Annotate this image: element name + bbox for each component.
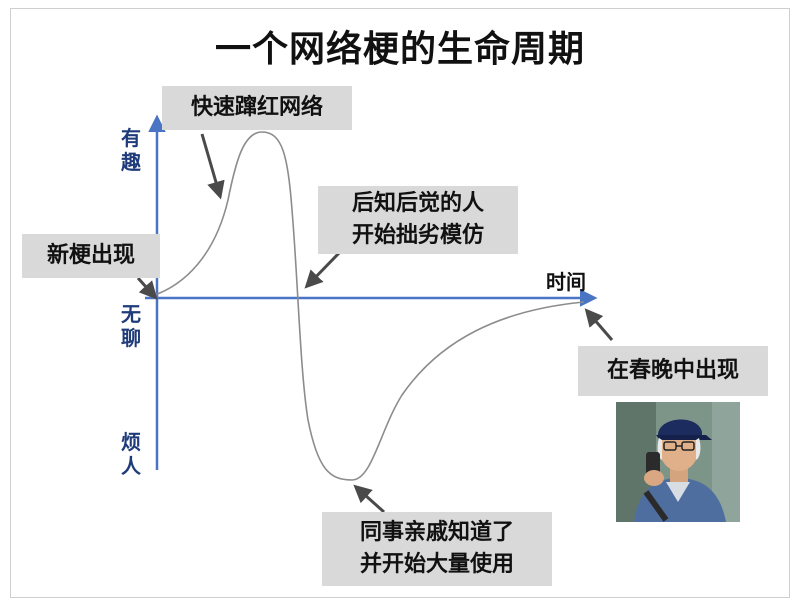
arrow-gala xyxy=(584,308,614,341)
photo-illustration xyxy=(616,402,740,522)
lifecycle-curve xyxy=(151,131,585,481)
callout-coworkers: 同事亲戚知道了 并开始大量使用 xyxy=(322,512,552,586)
callout-new-meme: 新梗出现 xyxy=(22,234,160,278)
arrow-coworkers xyxy=(353,484,385,514)
person-with-cap-phone-photo xyxy=(616,402,740,522)
y-label-fun: 有 趣 xyxy=(121,126,141,174)
arrow-new-meme xyxy=(136,276,158,300)
arrow-viral xyxy=(200,133,225,200)
y-label-annoying: 烦 人 xyxy=(121,430,141,478)
callout-viral: 快速蹿红网络 xyxy=(162,86,352,130)
diagram-frame xyxy=(10,8,790,598)
y-label-boring: 无 聊 xyxy=(121,302,141,350)
x-label-time: 时间 xyxy=(546,270,586,294)
callout-gala: 在春晚中出现 xyxy=(578,346,768,396)
callout-latecomers: 后知后觉的人 开始拙劣模仿 xyxy=(318,186,518,254)
page-title: 一个网络梗的生命周期 xyxy=(214,29,585,70)
arrow-latecomers xyxy=(304,250,342,289)
